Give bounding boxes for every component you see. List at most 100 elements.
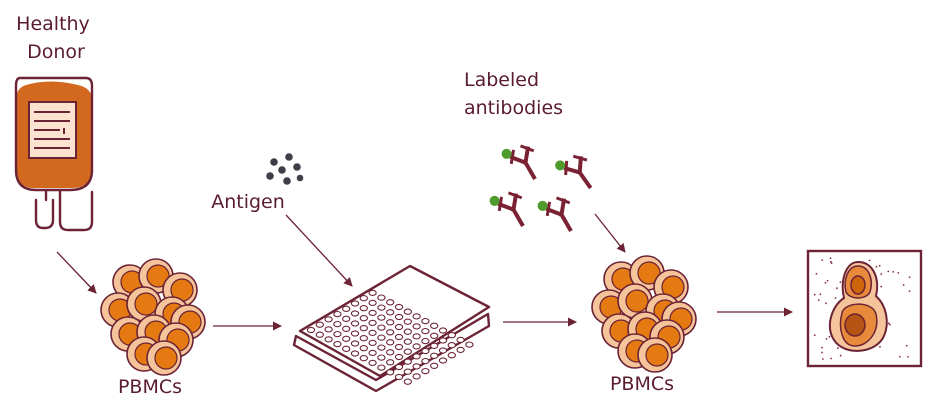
antibody-icon	[555, 154, 593, 190]
plate-well	[412, 353, 421, 360]
plate-well	[368, 359, 377, 367]
event-dot	[898, 355, 901, 358]
plate-well	[333, 330, 342, 338]
plate-well	[315, 331, 324, 338]
plate-well	[368, 349, 377, 357]
arrow-icon	[56, 251, 97, 294]
plate-well	[377, 294, 386, 301]
event-dot	[839, 354, 842, 357]
plate-well	[394, 323, 404, 331]
plate-well	[438, 337, 448, 344]
antibody-icon	[489, 191, 525, 228]
plate-well	[377, 334, 386, 341]
event-dot	[815, 272, 818, 275]
plate-well	[377, 304, 386, 311]
plate-well	[324, 336, 333, 343]
plate-well	[412, 323, 421, 330]
event-dot	[825, 302, 827, 305]
plate-well	[421, 317, 430, 325]
event-dot	[887, 322, 890, 325]
blood-bag-icon	[14, 76, 94, 232]
plate-well	[377, 354, 386, 361]
plate-well	[412, 343, 421, 350]
plate-well	[350, 320, 360, 327]
event-dot	[880, 273, 883, 275]
event-dot	[902, 284, 905, 286]
plate-well	[394, 343, 404, 351]
plate-well	[456, 346, 465, 354]
event-dot	[878, 264, 881, 267]
plate-well	[350, 350, 360, 357]
antibody-icon	[501, 144, 537, 181]
plate-well	[394, 373, 404, 381]
pbmcs-label-left: PBMCs	[118, 376, 182, 398]
plate-well	[324, 326, 333, 333]
event-dot	[907, 356, 909, 358]
plate-well	[394, 363, 404, 371]
plate-well	[368, 289, 377, 297]
plate-well	[465, 341, 474, 348]
event-dot	[828, 335, 831, 338]
event-dot	[839, 281, 842, 283]
flow-cytometry-plot-icon	[806, 249, 923, 368]
plate-well	[359, 325, 368, 332]
event-dot	[837, 347, 839, 350]
event-dot	[905, 344, 908, 347]
plate-well	[386, 309, 395, 316]
plate-well	[403, 368, 412, 375]
plate-well	[430, 342, 439, 349]
event-dot	[819, 293, 822, 296]
plate-well	[394, 303, 404, 311]
event-dot	[824, 282, 827, 284]
plate-well	[412, 373, 421, 380]
plate-well	[447, 352, 456, 359]
plate-well	[421, 327, 430, 335]
plate-well	[394, 333, 404, 341]
pbmc-nucleus	[625, 289, 649, 313]
plate-well	[386, 319, 395, 326]
event-dot	[880, 285, 883, 288]
antigen-label: Antigen	[211, 191, 285, 213]
plate-well	[456, 336, 465, 344]
plate-well	[386, 339, 395, 346]
plate-well	[368, 309, 377, 317]
event-dot	[834, 297, 837, 299]
event-dot	[821, 259, 824, 261]
plate-well	[438, 347, 448, 354]
pbmc-nucleus	[146, 264, 170, 288]
plate-well	[350, 310, 360, 317]
plate-well	[386, 359, 395, 366]
plate-well	[377, 344, 386, 351]
plate-well	[386, 349, 395, 356]
antibodies-label-line1: Labeled	[464, 69, 539, 91]
plate-well	[430, 322, 439, 329]
plate-well	[350, 300, 360, 307]
plate-well	[430, 362, 439, 369]
plate-well	[447, 342, 456, 349]
event-dot	[826, 279, 829, 282]
event-dot	[829, 257, 832, 259]
plate-well	[447, 332, 456, 339]
event-dot	[830, 260, 832, 263]
antibodies-label-line2: antibodies	[464, 97, 563, 119]
plate-well	[403, 348, 412, 355]
event-dot	[821, 351, 823, 354]
plate-well	[333, 340, 342, 348]
plate-well	[403, 308, 412, 315]
plate-well	[412, 333, 421, 340]
plate-well	[306, 326, 316, 334]
plate-well	[350, 330, 360, 337]
event-dot	[908, 290, 911, 292]
event-dot	[836, 287, 838, 290]
plate-well	[359, 315, 368, 322]
plate-well	[359, 345, 368, 352]
plate-well	[359, 335, 368, 342]
plate-well	[315, 321, 324, 328]
pbmc-nucleus	[154, 346, 178, 370]
plate-well	[342, 335, 351, 342]
plate-well	[377, 314, 386, 321]
plate-well	[350, 340, 360, 347]
plate-well	[403, 328, 412, 335]
plate-well	[333, 320, 342, 328]
